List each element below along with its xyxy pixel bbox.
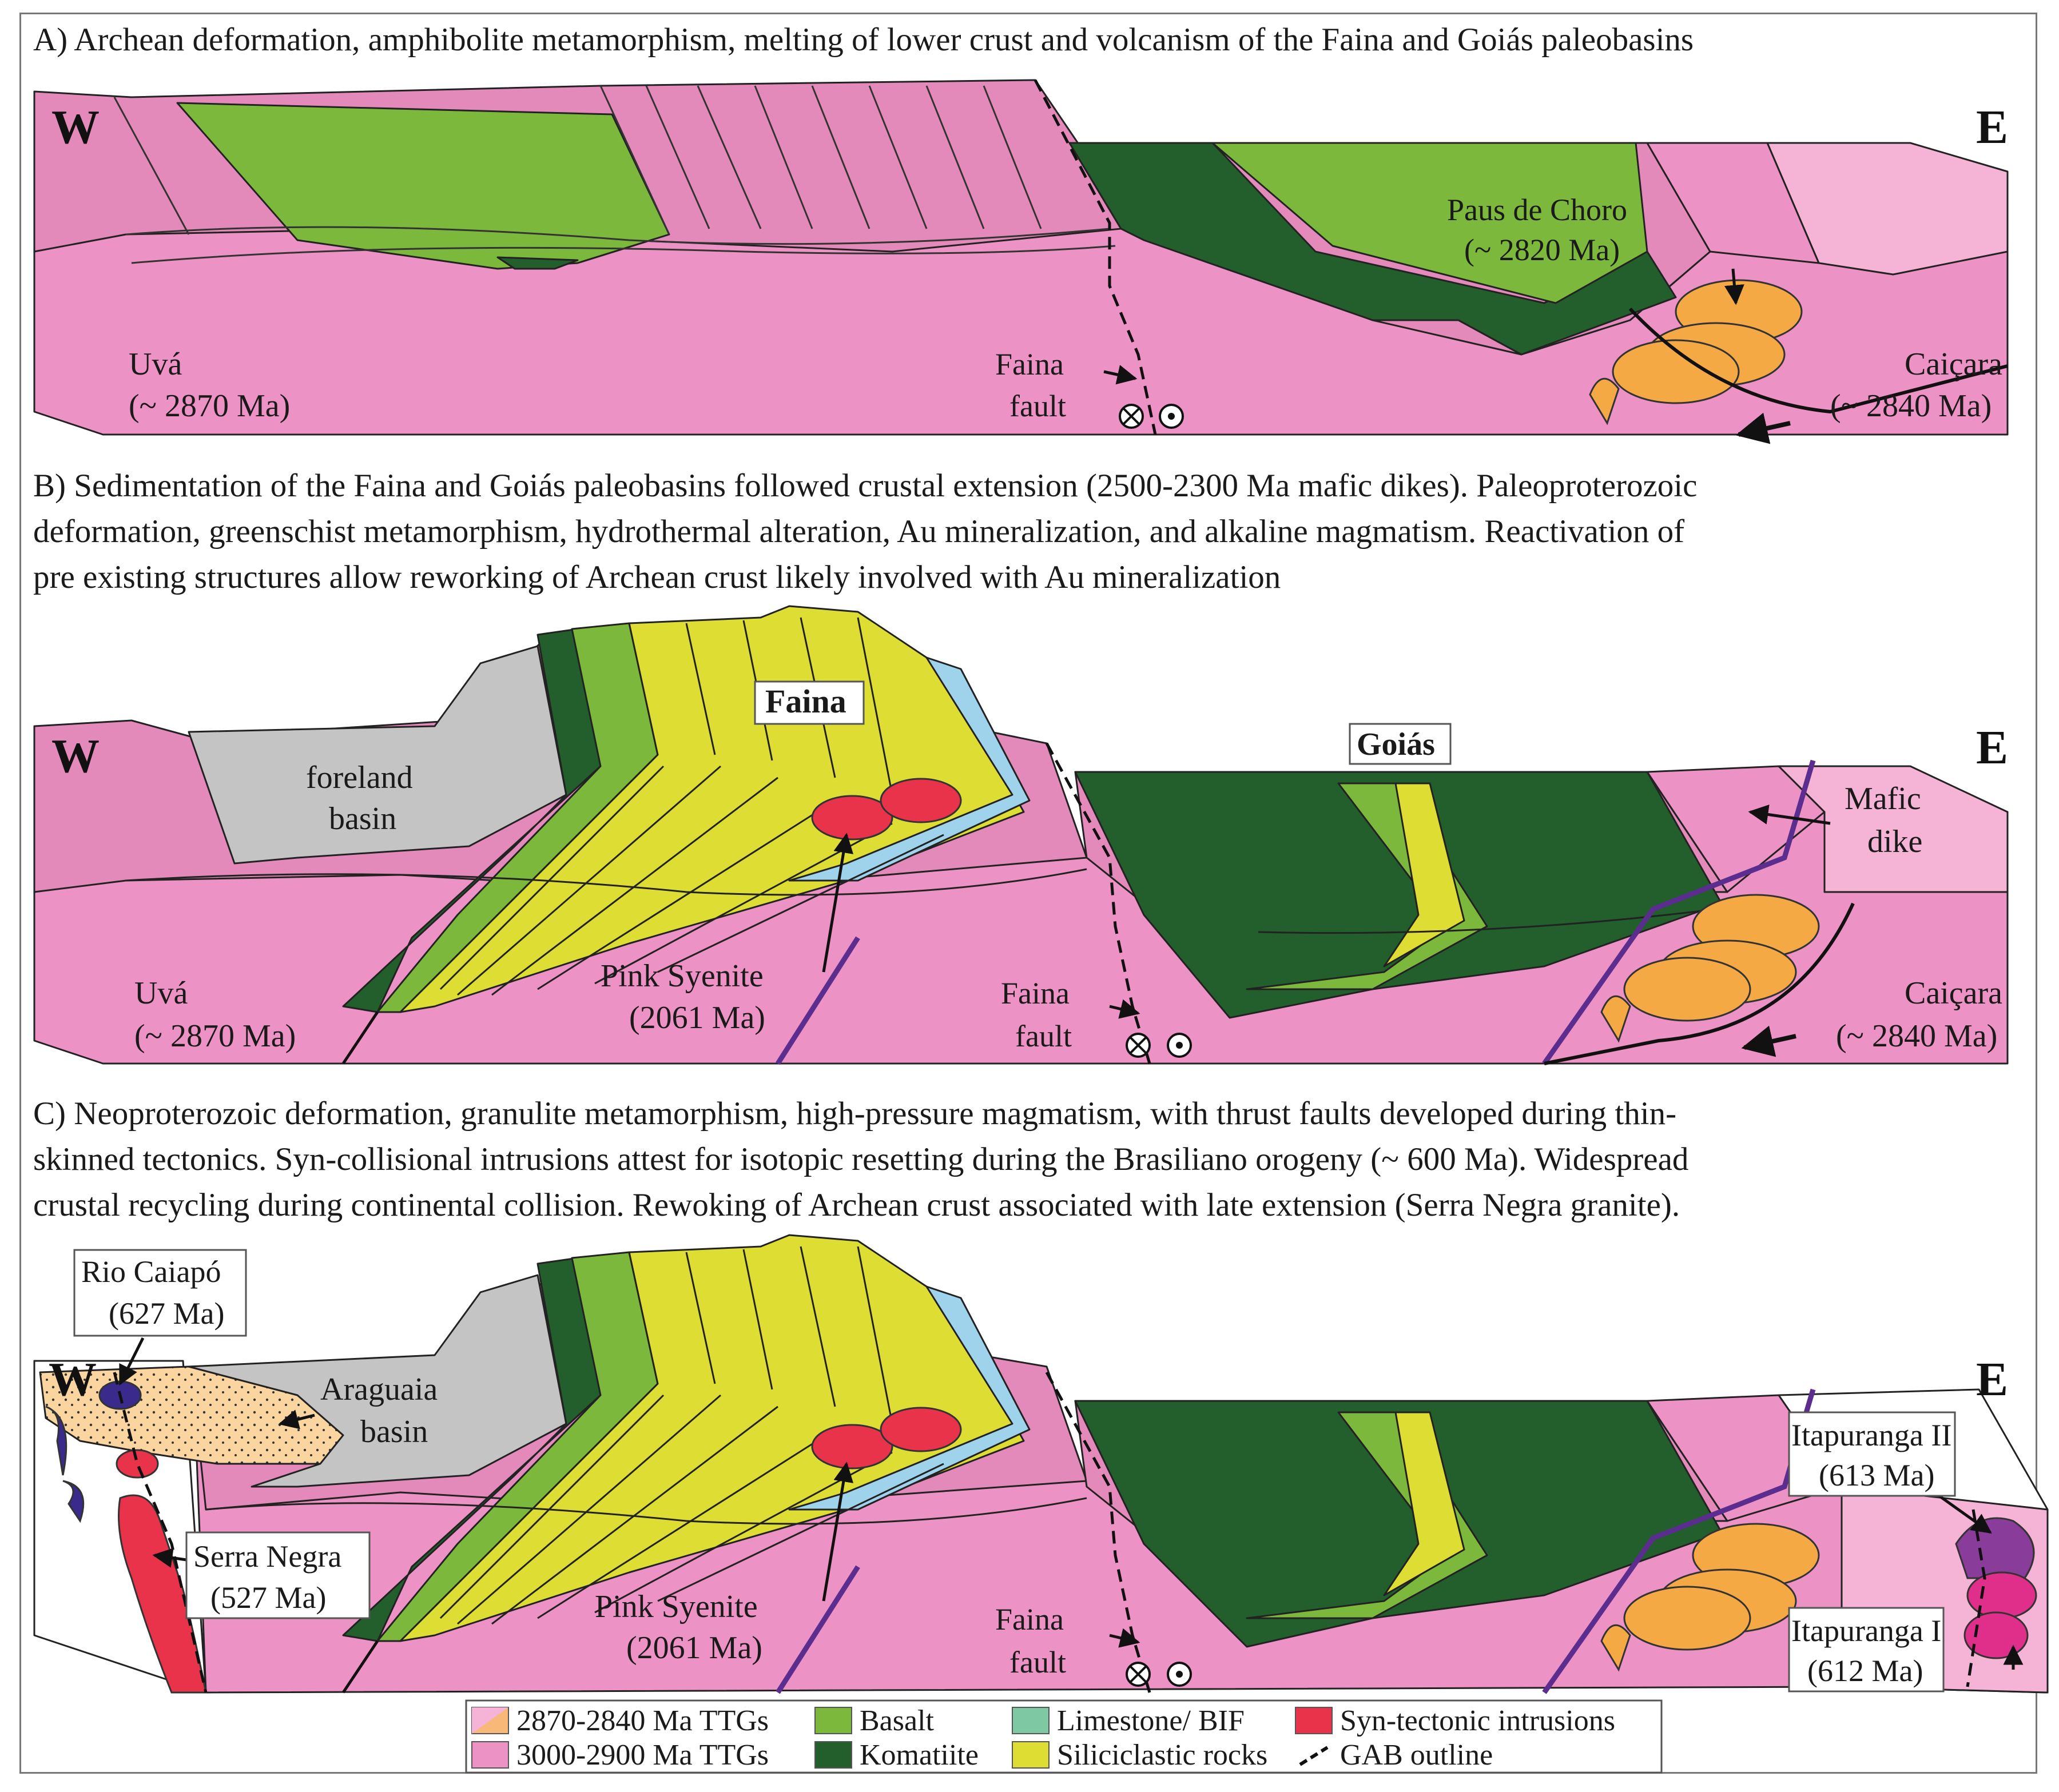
- panel-c-komatiite-east: [1074, 1400, 1723, 1648]
- legend-label: Limestone/ BIF: [1057, 1705, 1245, 1737]
- panel-c-east-label: E: [1976, 1353, 2008, 1406]
- panel-b-west-label: W: [51, 730, 100, 783]
- legend-swatch: [814, 1707, 852, 1734]
- panel-b-syenite-name: Pink Syenite: [601, 958, 764, 994]
- caption-b-line-3: pre existing structures allow reworking …: [33, 559, 1281, 595]
- panel-a-caicara-age: (~ 2840 Ma): [1830, 388, 1992, 424]
- panel-c-ita2-name: Itapuranga II: [1791, 1418, 1951, 1452]
- panel-b-mafic-line-2: dike: [1867, 824, 1922, 859]
- legend-swatch: [471, 1741, 509, 1769]
- panel-c-syenite-age: (2061 Ma): [626, 1630, 762, 1666]
- panel-c-fault-line-1: Faina: [995, 1602, 1064, 1636]
- legend-label: Siliciclastic rocks: [1057, 1739, 1267, 1771]
- panel-c-ita1-name: Itapuranga I: [1791, 1614, 1941, 1648]
- legend-swatch: [1295, 1707, 1333, 1734]
- panel-b-foreland-line-1: foreland: [306, 760, 413, 795]
- legend-swatch: [814, 1741, 852, 1769]
- legend-item: Limestone/ BIF: [1012, 1705, 1245, 1737]
- legend-label: Komatiite: [860, 1739, 979, 1771]
- panel-c-serra-age: (527 Ma): [210, 1580, 326, 1615]
- legend-line-swatch: [1299, 1746, 1329, 1766]
- panel-b-komatiite-east: [1074, 771, 1723, 1019]
- panel-b-fault-line-1: Faina: [1001, 976, 1070, 1010]
- legend-item: 2870-2840 Ma TTGs: [471, 1705, 769, 1737]
- panel-b-mafic-line-1: Mafic: [1845, 781, 1921, 817]
- panel-a-basalt-east: [1211, 142, 1648, 304]
- panel-c-serra-name: Serra Negra: [193, 1539, 341, 1574]
- panel-c-ita2-age: (613 Ma): [1819, 1458, 1934, 1492]
- panel-a-komatiite-east: [1068, 142, 1677, 356]
- panel-b: W E Faina Goiás foreland basin Mafic dik…: [33, 605, 2009, 1065]
- legend-label: GAB outline: [1340, 1739, 1493, 1771]
- legend-label: 2870-2840 Ma TTGs: [516, 1705, 769, 1737]
- panel-c-siliciclastic-wedge: [399, 1234, 1025, 1642]
- caption-c-line-3: crustal recycling during continental col…: [33, 1187, 1680, 1223]
- panel-c-ita1-age: (612 Ma): [1807, 1654, 1923, 1688]
- panel-a-komatiite-west-root: [496, 256, 579, 270]
- panel-a-uva-name: Uvá: [129, 347, 182, 382]
- legend-item: 3000-2900 Ma TTGs: [471, 1739, 769, 1771]
- panel-a-caicara-name: Caiçara: [1905, 347, 2002, 382]
- legend-label: 3000-2900 Ma TTGs: [516, 1739, 769, 1771]
- panel-a: W E Paus de Choro (~ 2820 Ma) Uvá (~ 287…: [33, 79, 2009, 444]
- legend-item: GAB outline: [1299, 1739, 1493, 1771]
- panel-c-west-label: W: [49, 1353, 97, 1406]
- panel-c-araguaia-line-2: basin: [360, 1414, 428, 1449]
- panel-b-faina-label: Faina: [765, 683, 846, 720]
- panel-b-fault-line-2: fault: [1015, 1019, 1072, 1053]
- panel-b-syenite-age: (2061 Ma): [629, 1000, 765, 1036]
- panel-b-caicara-age: (~ 2840 Ma): [1836, 1018, 1997, 1054]
- panel-a-west-label: W: [51, 101, 100, 154]
- panel-b-uva-name: Uvá: [134, 975, 188, 1011]
- panel-b-east-label: E: [1976, 721, 2008, 774]
- panel-a-paus-name: Paus de Choro: [1447, 193, 1627, 227]
- legend-swatch-gradient: [472, 1707, 508, 1734]
- panel-b-caicara-block: [1778, 765, 2009, 893]
- legend-item: Komatiite: [814, 1739, 979, 1771]
- legend-label: Syn-tectonic intrusions: [1340, 1705, 1615, 1737]
- panel-c-rio-age: (627 Ma): [109, 1296, 224, 1331]
- caption-c-line-1: C) Neoproterozoic deformation, granulite…: [33, 1096, 1677, 1132]
- panel-a-uva-age: (~ 2870 Ma): [129, 388, 290, 424]
- panel-b-goias-label: Goiás: [1357, 727, 1435, 762]
- panel-b-caicara-name: Caiçara: [1905, 975, 2002, 1011]
- legend-swatch: [1012, 1741, 1050, 1769]
- panel-a-faina-fault: [1034, 79, 1157, 435]
- panel-a-fault-line-1: Faina: [995, 347, 1064, 381]
- panel-c-araguaia-line-1: Araguaia: [320, 1372, 438, 1407]
- panel-c-rio-name: Rio Caiapó: [81, 1255, 221, 1289]
- legend-item: Syn-tectonic intrusions: [1295, 1705, 1615, 1737]
- panel-b-siliciclastic-wedge: [399, 605, 1025, 1013]
- panel-a-east-label: E: [1976, 101, 2008, 154]
- panel-b-foreland-line-2: basin: [329, 801, 396, 837]
- panel-b-faina-fault: [1045, 742, 1151, 1064]
- caption-a: A) Archean deformation, amphibolite meta…: [33, 22, 1694, 58]
- caption-b-line-1: B) Sedimentation of the Faina and Goiás …: [33, 468, 1698, 504]
- panel-a-paus-age: (~ 2820 Ma): [1464, 233, 1620, 267]
- legend-item: Siliciclastic rocks: [1012, 1739, 1267, 1771]
- legend-item: Basalt: [814, 1705, 935, 1737]
- caption-b-line-2: deformation, greenschist metamorphism, h…: [33, 513, 1685, 549]
- caption-c-line-2: skinned tectonics. Syn-collisional intru…: [33, 1141, 1689, 1177]
- panel-c-syenite-name: Pink Syenite: [595, 1589, 758, 1624]
- legend-label: Basalt: [860, 1705, 935, 1737]
- panel-c-fault-line-2: fault: [1009, 1645, 1066, 1679]
- legend-swatch: [1012, 1707, 1050, 1734]
- panel-a-fault-line-2: fault: [1009, 389, 1066, 423]
- panel-c-faina-fault: [1045, 1371, 1151, 1693]
- panel-b-uva-age: (~ 2870 Ma): [134, 1018, 296, 1054]
- panel-c: W E Rio Caiapó (627 Ma) Araguaia basin S…: [33, 1234, 2049, 1694]
- legend: 2870-2840 Ma TTGs Basalt Limestone/ BIF Syn…: [465, 1699, 1663, 1774]
